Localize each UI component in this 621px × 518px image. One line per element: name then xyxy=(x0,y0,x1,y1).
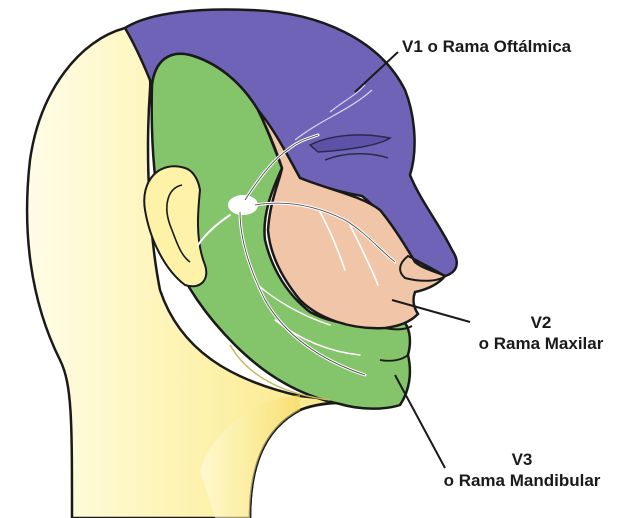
label-v1: V1 o Rama Oftálmica xyxy=(402,36,571,57)
label-v3: V3 o Rama Mandibular xyxy=(432,449,612,491)
label-v2: V2 o Rama Maxilar xyxy=(470,312,612,354)
label-v2-line1: V2 xyxy=(470,312,612,333)
label-v3-line1: V3 xyxy=(432,449,612,470)
label-v3-line2: o Rama Mandibular xyxy=(432,470,612,491)
label-v2-line2: o Rama Maxilar xyxy=(470,333,612,354)
